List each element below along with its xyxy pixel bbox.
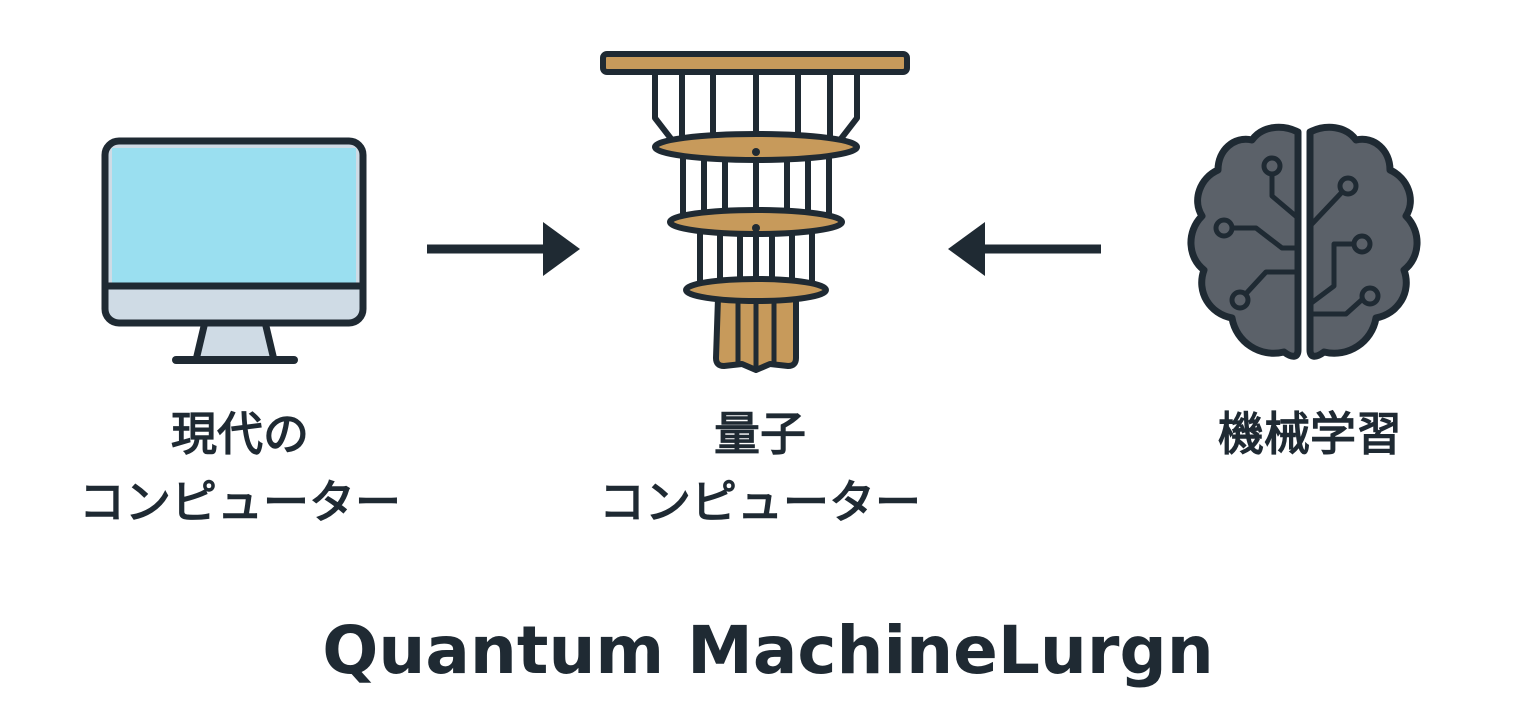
disk-bottom xyxy=(683,276,829,304)
machine-learning-label-line1: 機械学習 xyxy=(1218,407,1402,461)
circuit-brain-icon xyxy=(1187,123,1421,360)
quantum-computer-label-line2: コンピューター xyxy=(599,475,921,529)
arrow-left-icon xyxy=(948,222,1101,276)
machine-learning-label: 機械学習 xyxy=(1150,400,1470,468)
quantum-computer-label: 量子 コンピューター xyxy=(580,400,940,536)
brain-left-hemisphere xyxy=(1187,123,1302,360)
classical-computer-label-line1: 現代の xyxy=(171,407,309,461)
top-plate xyxy=(600,51,910,75)
classical-computer-label: 現代の コンピューター xyxy=(60,400,420,536)
quantum-computer-label-line1: 量子 xyxy=(714,407,806,461)
disk-top xyxy=(652,131,860,163)
disk-middle xyxy=(667,207,845,237)
desktop-monitor-icon xyxy=(101,137,367,364)
classical-computer-label-line2: コンピューター xyxy=(79,475,401,529)
quantum-chandelier-icon xyxy=(600,51,910,373)
diagram-title: Quantum MachineLurgn xyxy=(322,612,1214,689)
arrow-right-icon xyxy=(427,222,580,276)
monitor-screen xyxy=(112,148,356,284)
monitor-stand xyxy=(192,318,278,364)
